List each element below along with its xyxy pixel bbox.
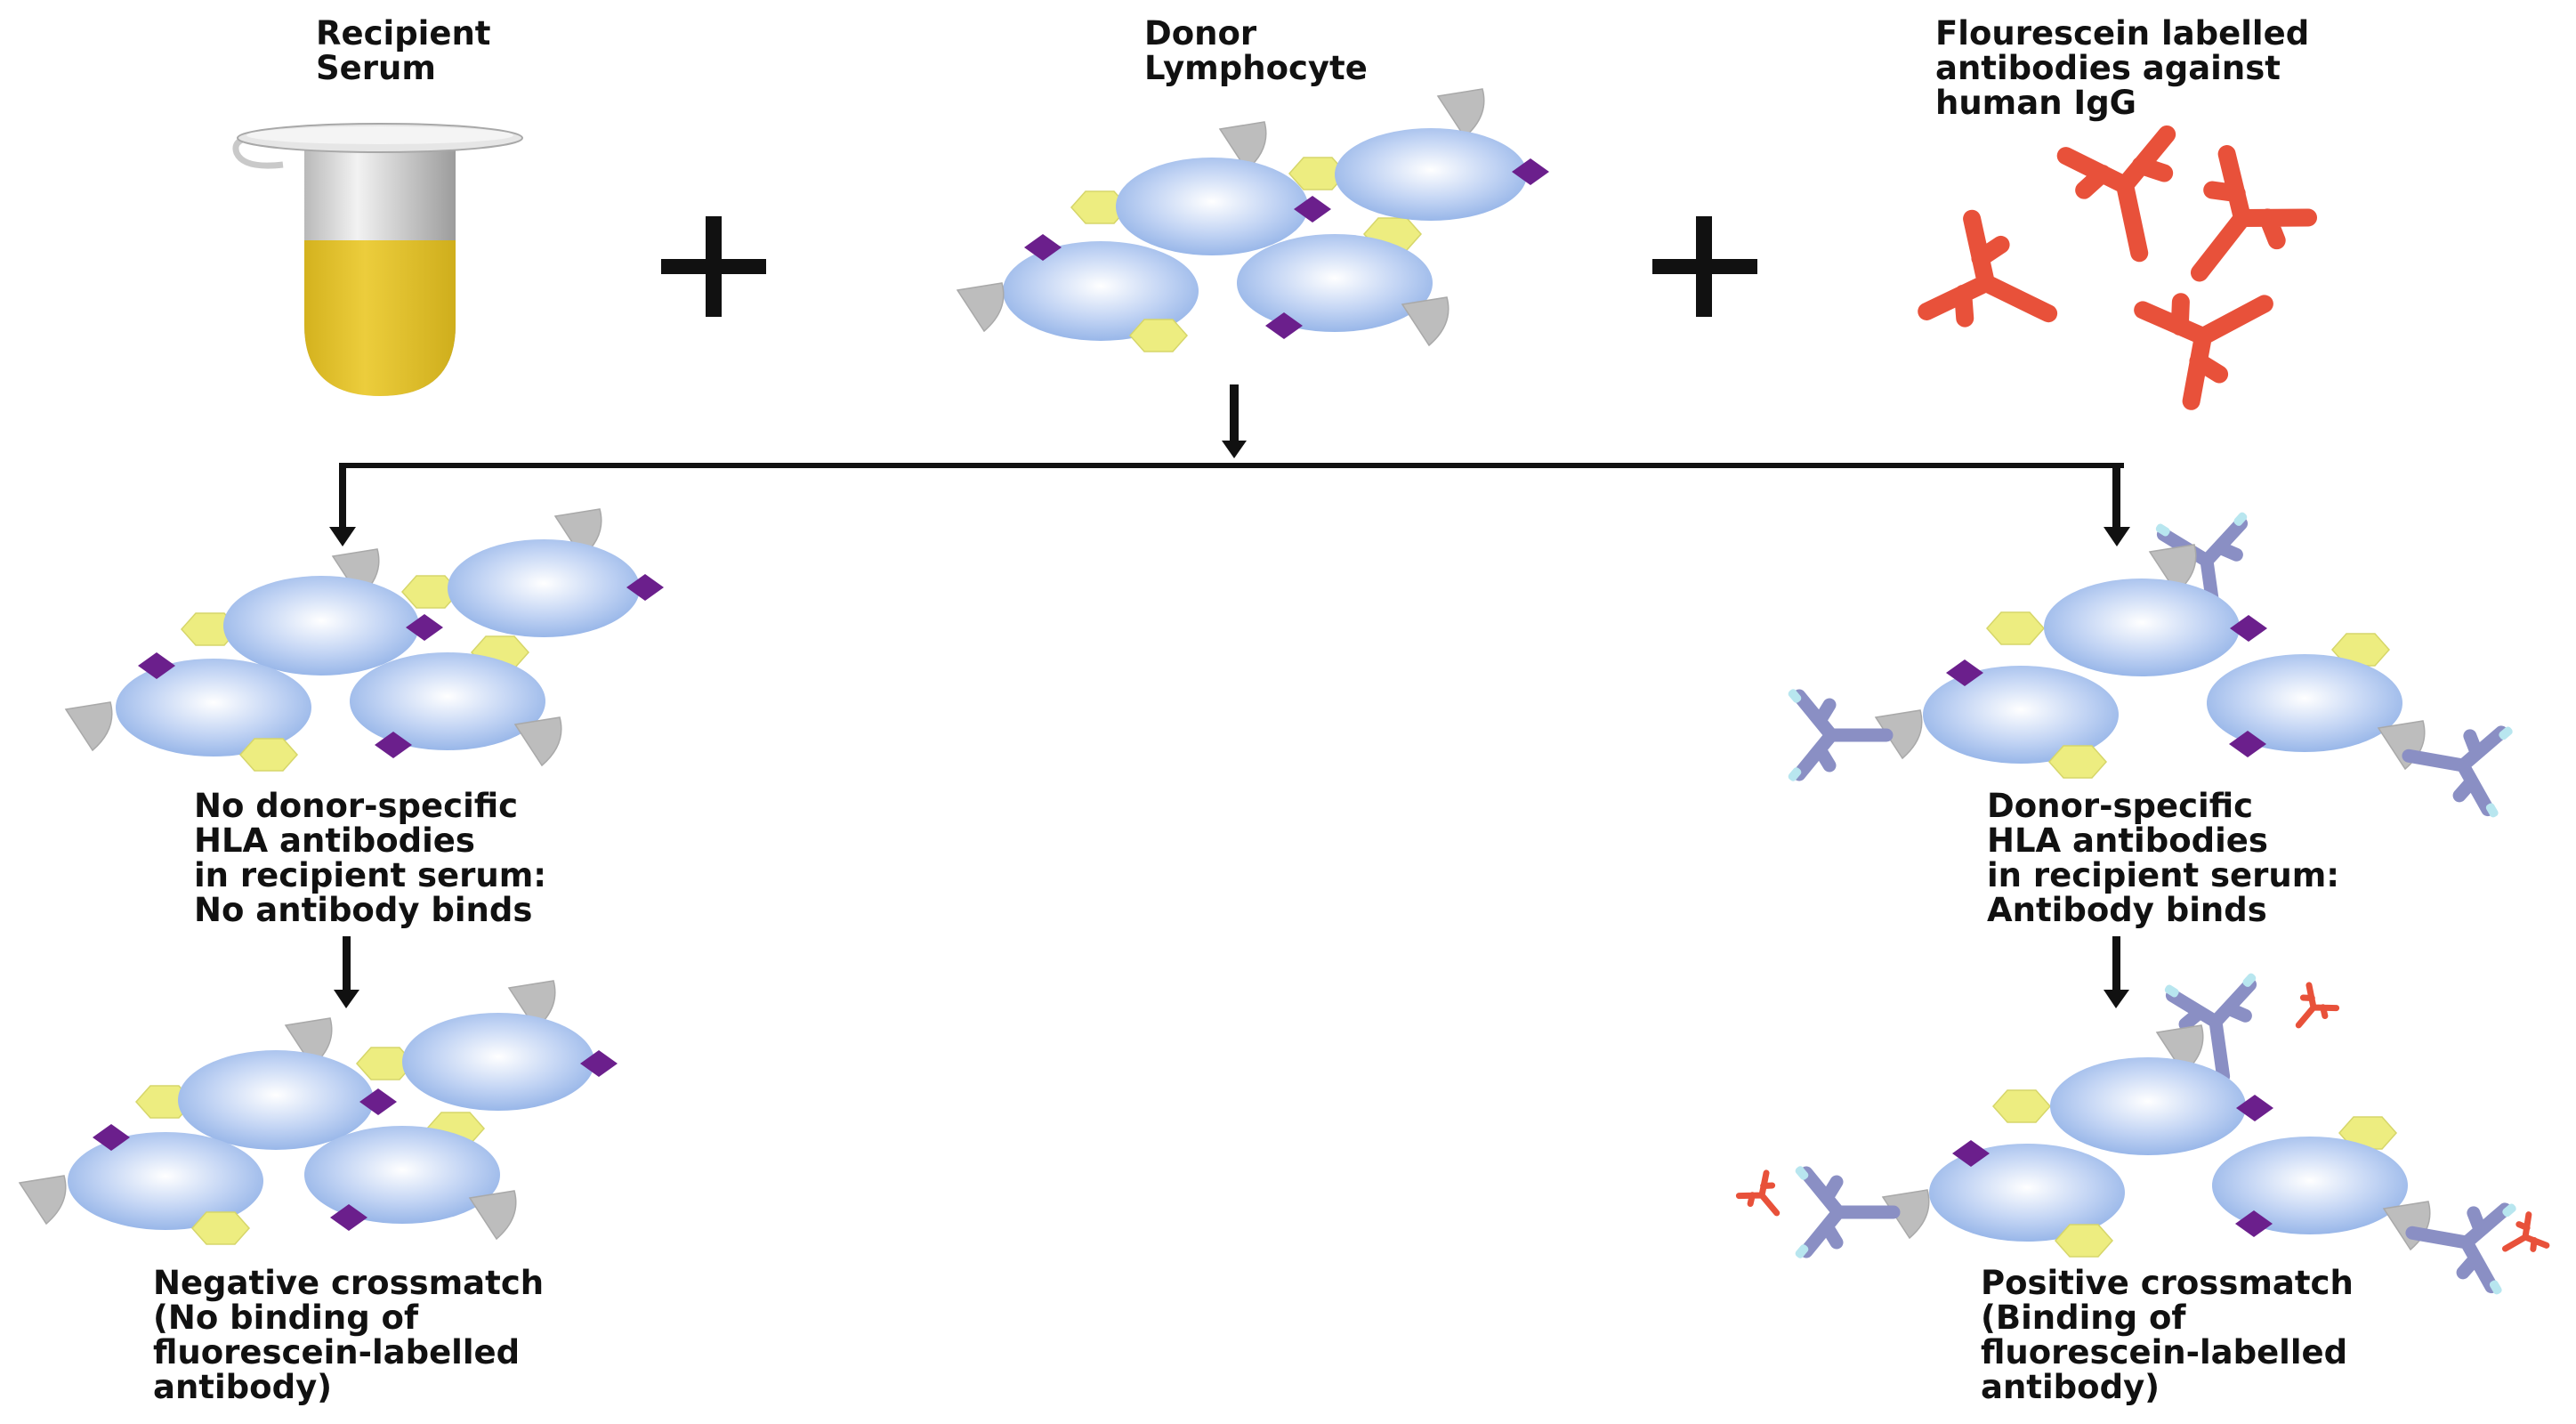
- fluorescein-antibodies-label: Flourescein labelled antibodies against …: [1935, 16, 2309, 120]
- label-line: Antibody binds: [1987, 891, 2267, 929]
- lymphocyte-cluster-icon: [65, 508, 664, 772]
- no-dsa-label: No donor-specific HLA antibodies in reci…: [194, 789, 546, 927]
- label-line: Lymphocyte: [1144, 49, 1368, 87]
- antibody-icon: [1926, 134, 2308, 401]
- label-line: No donor-specific: [194, 787, 519, 825]
- label-line: (No binding of: [153, 1299, 419, 1337]
- label-line: in recipient serum:: [194, 856, 547, 894]
- dsa-label: Donor-specific HLA antibodies in recipie…: [1987, 789, 2339, 927]
- label-line: antibody): [153, 1368, 333, 1406]
- donor-lymphocyte-label: Donor Lymphocyte: [1144, 16, 1368, 85]
- label-line: HLA antibodies: [194, 821, 475, 860]
- label-line: No antibody binds: [194, 891, 533, 929]
- label-line: Serum: [316, 49, 436, 87]
- arrow-down-icon: [2104, 936, 2129, 1008]
- lymphocyte-cluster-icon: [19, 980, 618, 1245]
- label-line: antibody): [1981, 1368, 2160, 1406]
- label-line: Negative crossmatch: [153, 1264, 545, 1302]
- label-line: HLA antibodies: [1987, 821, 2268, 860]
- label-line: Recipient: [316, 14, 491, 53]
- label-line: fluorescein-labelled: [153, 1333, 521, 1371]
- label-line: Donor-specific: [1987, 787, 2254, 825]
- label-line: Donor: [1144, 14, 1257, 53]
- label-line: human IgG: [1935, 84, 2137, 122]
- arrow-down-icon: [334, 936, 359, 1008]
- lymphocyte-cluster-icon: [1787, 510, 2515, 820]
- plus-icon: [661, 216, 766, 317]
- positive-crossmatch-label: Positive crossmatch (Binding of fluoresc…: [1981, 1266, 2354, 1404]
- label-line: antibodies against: [1935, 49, 2281, 87]
- lymphocyte-cluster-icon: [1739, 971, 2546, 1297]
- plus-icon: [1652, 216, 1757, 317]
- label-line: (Binding of: [1981, 1299, 2186, 1337]
- label-line: Positive crossmatch: [1981, 1264, 2354, 1302]
- recipient-serum-label: Recipient Serum: [316, 16, 491, 85]
- arrow-down-icon: [329, 384, 2130, 546]
- lymphocyte-cluster-icon: [957, 88, 1549, 352]
- label-line: fluorescein-labelled: [1981, 1333, 2348, 1371]
- label-line: in recipient serum:: [1987, 856, 2340, 894]
- negative-crossmatch-label: Negative crossmatch (No binding of fluor…: [153, 1266, 544, 1404]
- label-line: Flourescein labelled: [1935, 14, 2310, 53]
- tube-icon: [232, 123, 523, 396]
